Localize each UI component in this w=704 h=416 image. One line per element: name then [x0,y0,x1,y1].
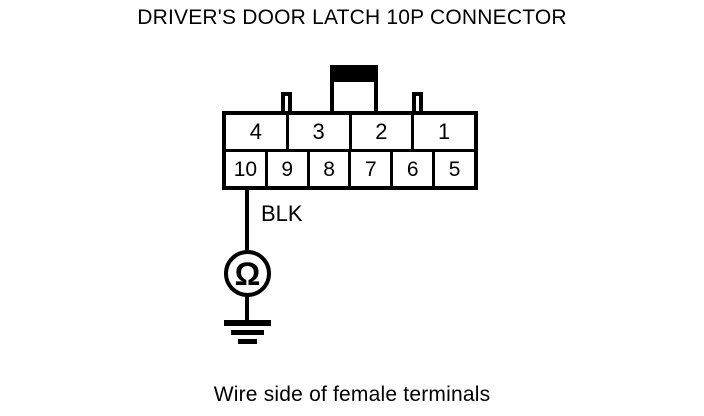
terminal-cell: 3 [289,115,352,149]
ground-icon-bar-3 [238,339,257,344]
terminal-cell: 9 [268,152,310,186]
terminal-cell: 4 [226,115,289,149]
wire-line [245,189,249,253]
ohm-symbol: Ω [234,255,261,292]
connector-locking-tab-right [412,92,423,114]
ground-lead-line [245,295,249,322]
ohmmeter-icon: Ω [224,250,271,297]
terminal-cell: 8 [310,152,352,186]
page-caption: Wire side of female terminals [213,383,491,406]
page-title: DRIVER'S DOOR LATCH 10P CONNECTOR [137,6,567,29]
ground-icon-bar-1 [224,320,271,326]
terminal-cell: 10 [226,152,268,186]
terminal-cell: 1 [438,119,451,144]
connector-locking-tab-left [281,92,292,114]
connector-body: 4 3 2 1 10 9 8 7 6 5 [222,111,478,190]
connector-top-row: 4 3 2 1 [226,115,474,152]
connector-center-lock-tab [330,65,378,113]
terminal-cell: 2 [352,115,415,149]
wire-color-label: BLK [261,201,303,226]
connector-center-lock-tab-fill [334,69,374,82]
terminal-cell: 7 [351,152,394,186]
ground-icon-bar-2 [231,330,264,335]
terminal-cell: 6 [393,152,436,186]
connector-bottom-row: 10 9 8 7 6 5 [226,152,474,186]
terminal-cell: 5 [448,157,461,181]
